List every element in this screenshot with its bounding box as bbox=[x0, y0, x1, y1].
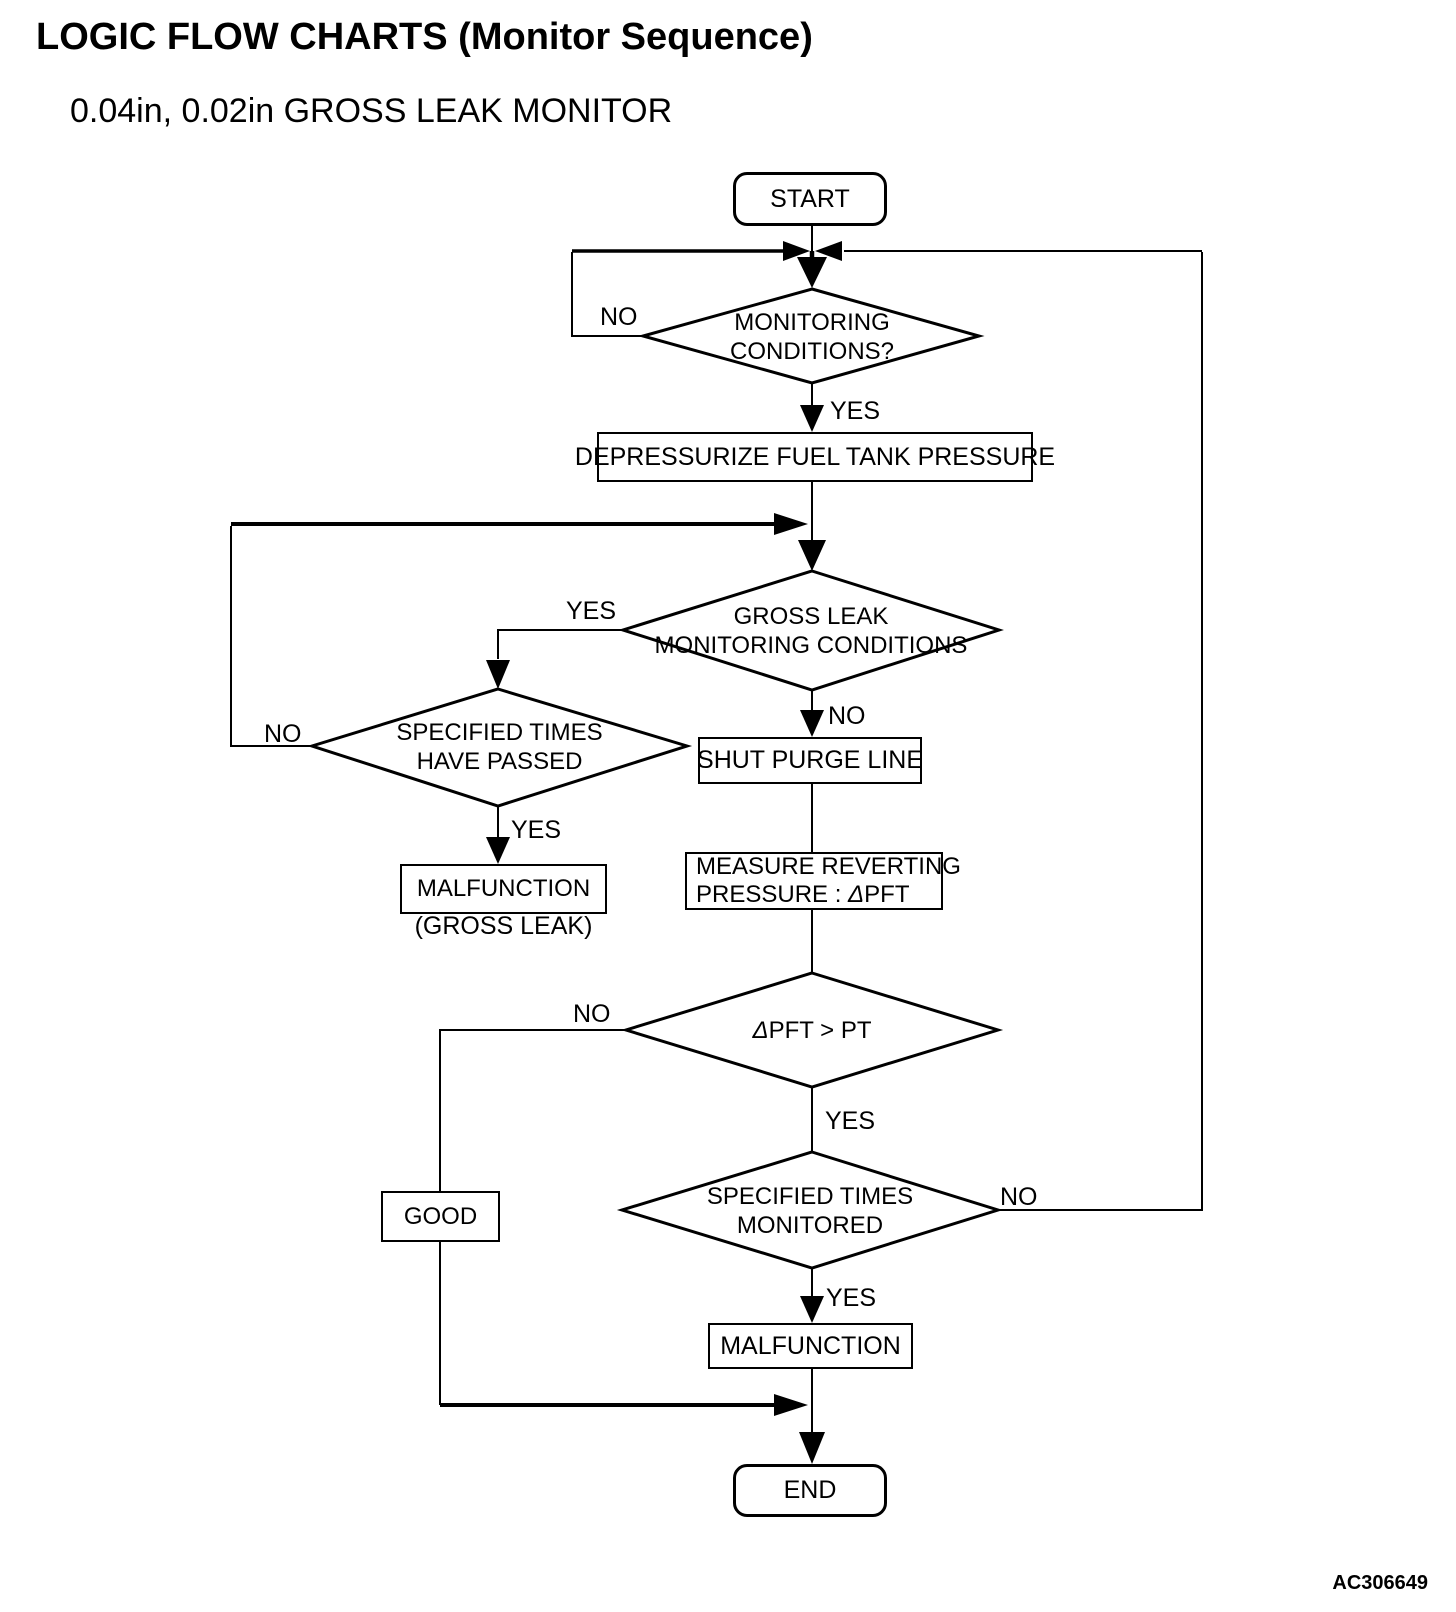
gross-leak-caption: (GROSS LEAK) bbox=[414, 912, 593, 940]
node-good: GOOD bbox=[381, 1191, 500, 1242]
node-depressurize-label: DEPRESSURIZE FUEL TANK PRESSURE bbox=[574, 442, 1056, 471]
connector-no-dpft-to-good bbox=[439, 1029, 626, 1191]
edge-label-yes-specified-passed: YES bbox=[511, 816, 562, 844]
connector-no-passed-loop bbox=[230, 526, 312, 747]
diamond-specified-times-monitored-text: SPECIFIED TIMES MONITORED bbox=[706, 1183, 914, 1239]
node-good-label: GOOD bbox=[403, 1202, 478, 1230]
node-end-label: END bbox=[783, 1476, 837, 1504]
delta-symbol: Δ bbox=[848, 881, 865, 908]
diamond-dpft-gt-pt-text: ΔPFT > PT bbox=[752, 1017, 872, 1044]
edge-label-yes-monitoring: YES bbox=[830, 397, 881, 425]
arrowhead-good-merge bbox=[774, 1394, 808, 1416]
diamond-specified-times-passed-text: SPECIFIED TIMES HAVE PASSED bbox=[396, 719, 603, 775]
arrowhead-into-malfunction-gross-leak bbox=[486, 837, 510, 864]
node-start: START bbox=[733, 172, 887, 226]
page-title: LOGIC FLOW CHARTS (Monitor Sequence) bbox=[36, 16, 813, 58]
figure-code: AC306649 bbox=[1332, 1572, 1428, 1594]
delta-symbol: Δ bbox=[752, 1017, 769, 1044]
diamond-monitoring-conditions-text: MONITORING CONDITIONS? bbox=[729, 309, 894, 365]
arrowhead-into-end bbox=[799, 1432, 825, 1464]
edge-label-yes-specified-monitored: YES bbox=[826, 1284, 877, 1312]
edge-label-yes-dpft: YES bbox=[825, 1107, 876, 1135]
arrowhead-left-loop-into-junction bbox=[783, 241, 810, 261]
node-measure-reverting-pressure: MEASURE REVERTING PRESSURE : ΔPFT bbox=[685, 852, 961, 910]
node-end: END bbox=[733, 1464, 887, 1517]
node-depressurize-fuel-tank-pressure: DEPRESSURIZE FUEL TANK PRESSURE bbox=[575, 432, 1055, 482]
edge-label-no-specified-monitored: NO bbox=[1000, 1183, 1038, 1211]
node-start-label: START bbox=[770, 184, 850, 213]
arrowhead-right-loop-into-junction bbox=[815, 241, 842, 261]
edge-label-no-gross-leak: NO bbox=[828, 702, 866, 730]
arrowhead-into-gross-leak bbox=[798, 540, 826, 571]
node-measure-line1: MEASURE REVERTING bbox=[696, 853, 961, 880]
connector-yes-gross-leak bbox=[497, 629, 623, 659]
node-measure-line2: PRESSURE : ΔPFT bbox=[696, 881, 910, 908]
edge-label-no-monitoring: NO bbox=[600, 303, 638, 331]
arrowhead-into-malfunction bbox=[800, 1296, 824, 1323]
diamond-gross-leak-conditions-text: GROSS LEAK MONITORING CONDITIONS bbox=[654, 603, 968, 659]
node-shut-purge-line-label: SHUT PURGE LINE bbox=[697, 746, 923, 774]
page-subtitle: 0.04in, 0.02in GROSS LEAK MONITOR bbox=[70, 92, 673, 130]
edge-label-no-dpft: NO bbox=[573, 1000, 611, 1028]
arrowhead-into-monitoring-conditions bbox=[797, 257, 827, 288]
arrowhead-passed-no-loop bbox=[774, 513, 808, 535]
connector-no-monitored-loop bbox=[998, 252, 1203, 1211]
arrowhead-into-specified-times-passed bbox=[486, 660, 510, 689]
connector-no-monitoring-loop bbox=[571, 252, 643, 337]
node-malfunction-gross-leak-label: MALFUNCTION bbox=[416, 875, 591, 902]
node-malfunction-label: MALFUNCTION bbox=[720, 1331, 901, 1360]
arrowhead-into-depressurize bbox=[800, 405, 824, 432]
edge-label-no-specified-passed: NO bbox=[264, 720, 302, 748]
edge-label-yes-gross-leak: YES bbox=[566, 597, 617, 625]
node-malfunction: MALFUNCTION bbox=[708, 1323, 913, 1369]
arrowhead-into-shut-purge-line bbox=[800, 710, 824, 737]
node-shut-purge-line: SHUT PURGE LINE bbox=[697, 737, 923, 784]
node-malfunction-gross-leak: MALFUNCTION bbox=[400, 864, 607, 914]
